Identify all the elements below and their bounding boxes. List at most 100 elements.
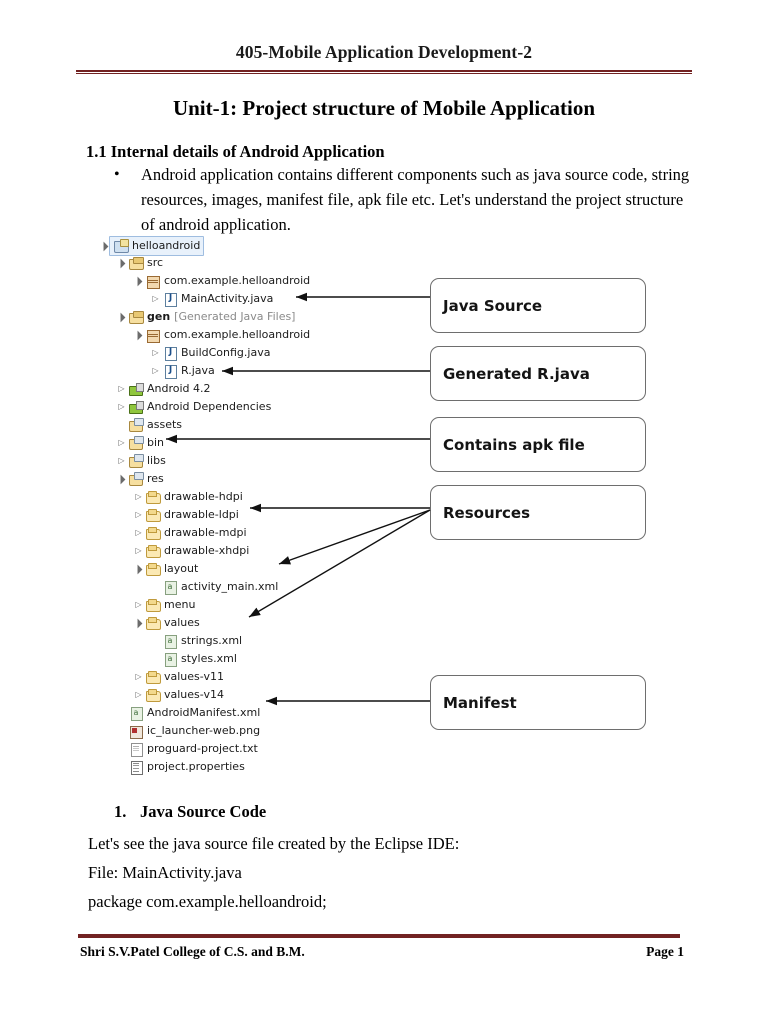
bullet-text: Android application contains different c… [141, 165, 690, 234]
twisty-collapsed-icon[interactable] [132, 506, 145, 524]
tree-node[interactable]: bin [98, 434, 438, 452]
twisty-collapsed-icon[interactable] [115, 380, 128, 398]
numbered-heading: 1.Java Source Code [114, 802, 266, 822]
resource-folder-icon [128, 454, 144, 468]
tree-node[interactable]: strings.xml [98, 632, 438, 650]
tree-node[interactable]: drawable-hdpi [98, 488, 438, 506]
folder-icon [145, 490, 161, 504]
tree-node-content: AndroidManifest.xml [128, 706, 261, 721]
tree-node[interactable]: values-v11 [98, 668, 438, 686]
twisty-collapsed-icon[interactable] [149, 290, 162, 308]
twisty-collapsed-icon[interactable] [132, 686, 145, 704]
tree-node[interactable]: ic_launcher-web.png [98, 722, 438, 740]
tree-node[interactable]: libs [98, 452, 438, 470]
tree-node[interactable]: layout [98, 560, 438, 578]
tree-node[interactable]: values [98, 614, 438, 632]
tree-node-content: values-v14 [145, 688, 224, 702]
tree-node-label: Android 4.2 [147, 382, 211, 395]
tree-node[interactable]: assets [98, 416, 438, 434]
tree-node[interactable]: proguard-project.txt [98, 740, 438, 758]
source-folder-icon [128, 310, 144, 324]
twisty-expanded-icon[interactable] [132, 560, 145, 578]
tree-node[interactable]: Android 4.2 [98, 380, 438, 398]
twisty-collapsed-icon[interactable] [132, 524, 145, 542]
page-title: Unit-1: Project structure of Mobile Appl… [172, 96, 596, 120]
xml-file-icon [162, 652, 178, 667]
tree-node[interactable]: menu [98, 596, 438, 614]
tree-node[interactable]: com.example.helloandroid [98, 326, 438, 344]
tree-node-label: gen [147, 310, 171, 323]
tree-node-label: values-v11 [164, 670, 224, 683]
tree-node[interactable]: src [98, 254, 438, 272]
tree-node-content: values-v11 [145, 670, 224, 684]
twisty-collapsed-icon[interactable] [149, 344, 162, 362]
page-header-title: 405-Mobile Application Development-2 [235, 42, 533, 62]
twisty-expanded-icon[interactable] [132, 272, 145, 290]
twisty-collapsed-icon[interactable] [132, 488, 145, 506]
project-explorer-tree[interactable]: helloandroidsrccom.example.helloandroidM… [98, 236, 438, 776]
tree-node[interactable]: project.properties [98, 758, 438, 776]
java-file-icon [162, 292, 178, 307]
tree-node-content: values [145, 616, 200, 630]
twisty-collapsed-icon[interactable] [132, 542, 145, 560]
tree-node[interactable]: activity_main.xml [98, 578, 438, 596]
tree-node[interactable]: BuildConfig.java [98, 344, 438, 362]
tree-node-content: res [128, 472, 164, 486]
tree-node-label: com.example.helloandroid [164, 328, 311, 341]
tree-node[interactable]: AndroidManifest.xml [98, 704, 438, 722]
twisty-expanded-icon[interactable] [115, 470, 128, 488]
tree-node[interactable]: res [98, 470, 438, 488]
twisty-collapsed-icon[interactable] [132, 668, 145, 686]
twisty-expanded-icon[interactable] [132, 614, 145, 632]
bullet-dot-icon: • [114, 166, 120, 183]
folder-icon [145, 526, 161, 540]
tree-node[interactable]: MainActivity.java [98, 290, 438, 308]
tree-node-content: libs [128, 454, 166, 468]
tree-node[interactable]: values-v14 [98, 686, 438, 704]
folder-icon [145, 544, 161, 558]
tree-node-content: com.example.helloandroid [145, 274, 310, 289]
tree-node-label: layout [164, 562, 199, 575]
tree-node-label: AndroidManifest.xml [147, 706, 261, 719]
twisty-collapsed-icon[interactable] [149, 362, 162, 380]
callout-label: Java Source [443, 296, 543, 315]
callout-label: Manifest [443, 693, 517, 712]
twisty-expanded-icon[interactable] [132, 326, 145, 344]
tree-node[interactable]: R.java [98, 362, 438, 380]
tree-node-content: BuildConfig.java [162, 346, 270, 361]
tree-node[interactable]: drawable-xhdpi [98, 542, 438, 560]
twisty-collapsed-icon[interactable] [115, 434, 128, 452]
tree-node-label: strings.xml [181, 634, 243, 647]
tree-node[interactable]: Android Dependencies [98, 398, 438, 416]
tree-node[interactable]: drawable-ldpi [98, 506, 438, 524]
folder-icon [145, 562, 161, 576]
tree-node-label: drawable-ldpi [164, 508, 239, 521]
java-file-icon [162, 346, 178, 361]
tree-node-content: bin [128, 436, 164, 450]
twisty-collapsed-icon[interactable] [115, 452, 128, 470]
tree-node[interactable]: gen[Generated Java Files] [98, 308, 438, 326]
callout-label: Contains apk file [443, 435, 585, 454]
tree-node-label: res [147, 472, 164, 485]
tree-node[interactable]: drawable-mdpi [98, 524, 438, 542]
tree-node-content: menu [145, 598, 195, 612]
footer-page-number: Page 1 [646, 944, 684, 959]
tree-node[interactable]: com.example.helloandroid [98, 272, 438, 290]
android-library-icon [128, 382, 144, 396]
tree-node-label: values-v14 [164, 688, 224, 701]
twisty-collapsed-icon[interactable] [115, 398, 128, 416]
android-library-icon [128, 400, 144, 414]
tree-node-content: styles.xml [162, 652, 237, 667]
twisty-collapsed-icon[interactable] [132, 596, 145, 614]
tree-node-content: project.properties [128, 760, 245, 775]
tree-node-label: activity_main.xml [181, 580, 279, 593]
tree-node[interactable]: helloandroid [98, 236, 438, 256]
tree-node-content: drawable-ldpi [145, 508, 239, 522]
tree-node[interactable]: styles.xml [98, 650, 438, 668]
twisty-expanded-icon[interactable] [115, 308, 128, 326]
tree-node-label: values [164, 616, 200, 629]
numbered-heading-number: 1. [114, 802, 127, 821]
twisty-expanded-icon[interactable] [115, 254, 128, 272]
properties-file-icon [128, 760, 144, 775]
bullet-item: • Android application contains different… [114, 162, 690, 237]
